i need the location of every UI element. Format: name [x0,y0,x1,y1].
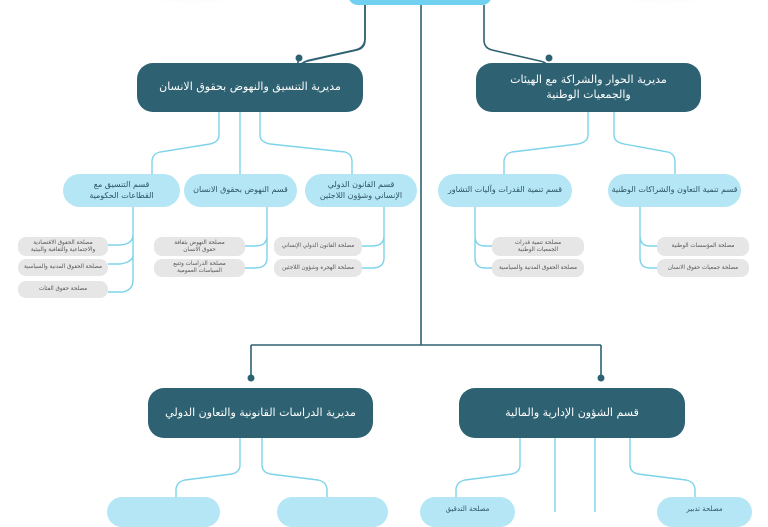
admin-finance-section: قسم الشؤون الإدارية والمالية [459,388,685,438]
service-item: مصلحة تنمية قدرات الجمعيات الوطنية [492,237,584,256]
bottom-section [277,497,388,527]
decorative-shadow [590,0,740,5]
service-item: مصلحة جمعيات حقوق الانسان [657,259,749,277]
section-ihl-refugees: قسم القانون الدولي الإنساني وشؤون اللاجئ… [305,174,417,207]
directorate-studies: مديرية الدراسات القانونية والتعاون الدول… [148,388,373,438]
section-capacity: قسم تنمية القدرات وآليات التشاور [438,174,572,207]
directorate-dialogue: مديرية الحوار والشراكة مع الهيئات والجمع… [476,63,701,112]
service-item: مصلحة الدراسات وتتبع السياسات العمومية [154,259,245,277]
service-item: مصلحة الهجرة وشؤون اللاجئين [274,259,362,277]
connector-lines [108,0,696,512]
audit-service: مصلحة التدقيق [420,497,515,527]
root-box [348,0,492,5]
section-promotion: قسم النهوض بحقوق الانسان [184,174,297,207]
service-item: مصلحة حقوق الفئات [18,281,108,298]
section-cooperation: قسم تنمية التعاون والشراكات الوطنية [608,174,741,207]
management-service: مصلحة تدبير [657,497,752,527]
section-gov-coordination: قسم التنسيق مع القطاعات الحكومية [63,174,180,207]
service-item: مصلحة الحقوق المدنية والسياسية [18,259,108,276]
service-item: مصلحة الحقوق المدنية والسياسية [492,259,584,277]
service-item: مصلحة المؤسسات الوطنية [657,237,749,256]
service-item: مصلحة النهوض بثقافة حقوق الانسان [154,237,245,256]
directorate-coordination: مديرية التنسيق والنهوض بحقوق الانسان [137,63,363,112]
decorative-shadow [120,0,270,5]
bottom-section [107,497,220,527]
service-item: مصلحة الحقوق الاقتصادية والاجتماعية والث… [18,237,108,256]
service-item: مصلحة القانون الدولي الإنساني [274,237,362,256]
